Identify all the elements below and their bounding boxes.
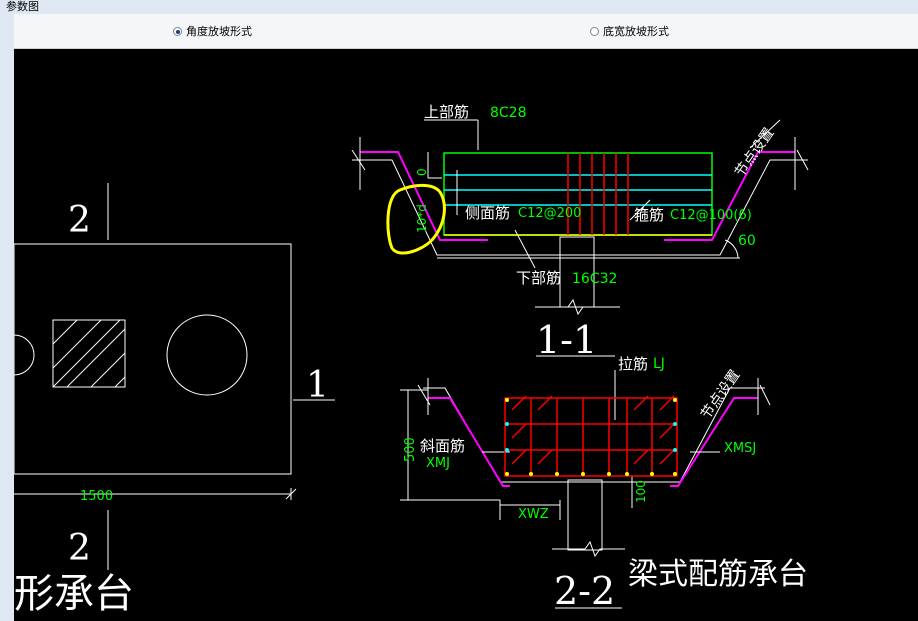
node-setting-2[interactable]: 节点设置 [698,367,743,422]
stirrup-label: 箍筋 [634,206,664,224]
side-bar-label: 侧面筋 [465,204,510,222]
section-title-2: 2-2 [554,569,615,613]
dim-10d: 10*d [415,204,429,233]
angle-slope-label: 角度放坡形式 [186,25,252,38]
section-label-bottom: 2 [68,528,91,569]
window-title: 参数图 [6,0,39,13]
radio-dot[interactable] [590,27,599,36]
section-2-2 [400,370,771,609]
yellow-highlight [386,183,446,255]
slope-bar-value: XMJ [426,456,450,471]
section-1-1 [351,119,809,357]
dim-zero: 0 [415,168,429,176]
bottom-bar-value: 16C32 [572,271,617,287]
slope-rebar-1 [360,151,795,241]
bottom-bar-label: 下部筋 [516,269,561,287]
window-left-strip [0,14,14,621]
pit-outline-1 [352,159,808,256]
plan-dim-text: 1500 [80,489,113,504]
plan-caption: 形承台 [14,571,134,617]
plan-view [14,183,335,570]
cad-drawing: 2 2 1 1500 形承台 [14,103,809,617]
stirrup-value: C12@100(6) [670,208,752,223]
section-title-1: 1-1 [536,318,597,362]
slope-bar-label: 斜面筋 [420,437,465,455]
section-label-right: 1 [306,365,329,406]
pile-circle-partial [14,334,35,376]
width-slope-label: 底宽放坡形式 [603,25,669,38]
pit-outline-2 [423,387,765,483]
slope-rebar-2 [428,397,758,487]
radio-dot-selected[interactable] [173,27,182,36]
angle-slope-radio[interactable]: 角度放坡形式 [173,25,252,38]
column-square [52,319,126,388]
stirrups-1 [567,153,629,235]
tie-label: 拉筋 [618,355,648,373]
side-bar-value: C12@200 [518,206,581,221]
section-label-top: 2 [68,200,91,241]
dim-500: 500 [403,437,418,462]
top-bar-value: 8C28 [490,105,527,121]
top-bar-label: 上部筋 [424,103,469,121]
beam-grid-outline-2 [504,397,678,477]
angle-60: 60 [738,233,756,249]
xwz-label: XWZ [518,507,549,522]
column-hatch [52,319,126,388]
tie-value: LJ [653,356,665,372]
caption-right: 梁式配筋承台 [628,557,808,592]
pile-circle [166,314,248,396]
xmsj-label: XMSJ [724,441,756,456]
slope-option-bar: 角度放坡形式 底宽放坡形式 [14,14,918,49]
grid-nodes-2 [505,398,677,476]
plan-outline [14,243,292,475]
grid-bars-2 [505,395,677,476]
window-title-bar: 参数图 [0,0,918,15]
width-slope-radio[interactable]: 底宽放坡形式 [590,25,669,38]
dim-100: 100 [634,480,648,503]
